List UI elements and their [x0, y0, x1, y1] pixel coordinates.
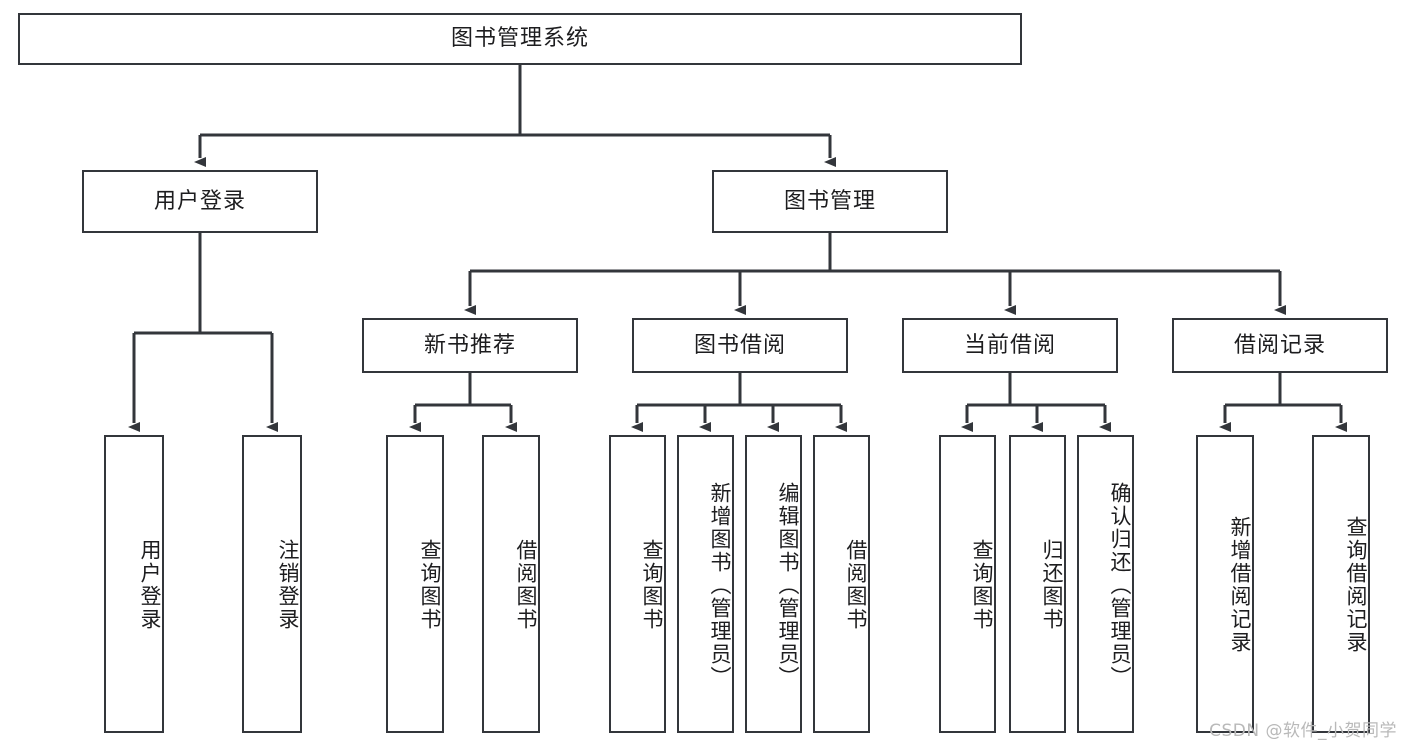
node-label: 借阅记录 — [1233, 332, 1326, 358]
node-label: 用户登录 — [153, 188, 246, 214]
node-label: 用户登录 — [138, 539, 162, 631]
node-label: 查询图书 — [418, 539, 442, 631]
node-label: 查询借阅记录 — [1344, 516, 1368, 654]
node-book-management[interactable]: 图书管理 — [712, 170, 948, 233]
node-label: 图书管理系统 — [450, 26, 589, 52]
node-label: 图书管理 — [783, 188, 876, 214]
node-borrow-record[interactable]: 借阅记录 — [1172, 318, 1388, 373]
node-current-borrow[interactable]: 当前借阅 — [902, 318, 1118, 373]
node-leaf-return-book[interactable]: 归还图书 — [1009, 435, 1066, 733]
node-leaf-query-book-borrow[interactable]: 查询图书 — [609, 435, 666, 733]
node-leaf-query-book-current[interactable]: 查询图书 — [939, 435, 996, 733]
watermark-label: CSDN @软件_小贺同学 — [1209, 721, 1397, 741]
node-label: 查询图书 — [640, 539, 664, 631]
node-leaf-confirm-return-admin[interactable]: 确认归还（管理员） — [1077, 435, 1134, 733]
node-user-login[interactable]: 用户登录 — [82, 170, 318, 233]
node-label: 确认归还（管理员） — [1108, 481, 1132, 689]
node-new-book-recommend[interactable]: 新书推荐 — [362, 318, 578, 373]
node-leaf-user-login[interactable]: 用户登录 — [104, 435, 164, 733]
node-leaf-edit-book-admin[interactable]: 编辑图书（管理员） — [745, 435, 802, 733]
node-label: 图书借阅 — [693, 332, 786, 358]
node-label: 归还图书 — [1040, 539, 1064, 631]
node-label: 新书推荐 — [423, 332, 516, 358]
node-leaf-query-borrow-record[interactable]: 查询借阅记录 — [1312, 435, 1370, 733]
node-label: 当前借阅 — [963, 332, 1056, 358]
node-root[interactable]: 图书管理系统 — [18, 13, 1022, 65]
node-book-borrow[interactable]: 图书借阅 — [632, 318, 848, 373]
node-label: 编辑图书（管理员） — [776, 481, 800, 689]
node-leaf-add-borrow-record[interactable]: 新增借阅记录 — [1196, 435, 1254, 733]
node-leaf-add-book-admin[interactable]: 新增图书（管理员） — [677, 435, 734, 733]
node-label: 借阅图书 — [844, 539, 868, 631]
node-leaf-borrow-book[interactable]: 借阅图书 — [813, 435, 870, 733]
node-leaf-borrow-book-rec[interactable]: 借阅图书 — [482, 435, 540, 733]
node-label: 新增借阅记录 — [1228, 516, 1252, 654]
node-label: 新增图书（管理员） — [708, 481, 732, 689]
node-label: 查询图书 — [970, 539, 994, 631]
node-leaf-query-book-rec[interactable]: 查询图书 — [386, 435, 444, 733]
node-label: 注销登录 — [276, 539, 300, 631]
node-leaf-user-logout[interactable]: 注销登录 — [242, 435, 302, 733]
node-label: 借阅图书 — [514, 539, 538, 631]
